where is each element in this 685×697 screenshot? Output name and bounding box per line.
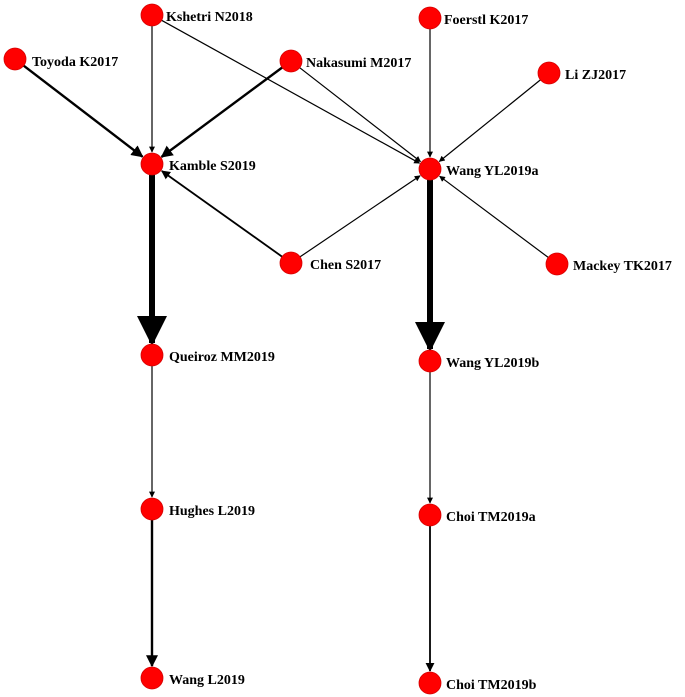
node-label: Nakasumi M2017 [306, 56, 411, 71]
edge-mackey-to-wangyla [439, 175, 549, 258]
node-circle[interactable] [418, 503, 442, 527]
node-circle[interactable] [418, 157, 442, 181]
node-label: Wang L2019 [169, 673, 245, 688]
node-label: Wang YL2019a [446, 164, 538, 179]
node-circle[interactable] [537, 61, 561, 85]
node-label: Foerstl K2017 [444, 13, 528, 28]
node-wangylb[interactable]: Wang YL2019b [418, 349, 539, 373]
node-label: Kamble S2019 [169, 159, 256, 174]
node-circle[interactable] [140, 666, 164, 690]
node-circle[interactable] [418, 671, 442, 695]
node-label: Toyoda K2017 [32, 55, 118, 70]
node-circle[interactable] [418, 349, 442, 373]
node-choib[interactable]: Choi TM2019b [418, 671, 537, 695]
node-label: Mackey TK2017 [573, 259, 672, 274]
node-circle[interactable] [140, 497, 164, 521]
edge-lizj-to-wangyla [438, 79, 541, 162]
node-circle[interactable] [140, 343, 164, 367]
edge-toyoda-to-kamble [22, 64, 144, 158]
node-label: Choi TM2019b [446, 678, 537, 693]
node-label: Kshetri N2018 [166, 10, 253, 25]
node-choia[interactable]: Choi TM2019a [418, 503, 536, 527]
edge-nakasumi-to-kamble [160, 66, 283, 158]
node-label: Hughes L2019 [169, 504, 255, 519]
node-nakasumi[interactable]: Nakasumi M2017 [279, 49, 411, 73]
node-queiroz[interactable]: Queiroz MM2019 [140, 343, 275, 367]
node-kamble[interactable]: Kamble S2019 [140, 152, 256, 176]
node-circle[interactable] [545, 252, 569, 276]
node-kshetri[interactable]: Kshetri N2018 [140, 3, 253, 27]
edge-chen-to-wangyla [299, 175, 421, 258]
node-circle[interactable] [140, 152, 164, 176]
node-label: Choi TM2019a [446, 510, 536, 525]
node-circle[interactable] [3, 47, 27, 71]
edge-nakasumi-to-wangyla [299, 67, 421, 163]
node-lizj[interactable]: Li ZJ2017 [537, 61, 626, 85]
node-wangyla[interactable]: Wang YL2019a [418, 157, 538, 181]
node-wangl[interactable]: Wang L2019 [140, 666, 245, 690]
node-toyoda[interactable]: Toyoda K2017 [3, 47, 118, 71]
edge-chen-to-kamble [161, 170, 283, 258]
node-circle[interactable] [279, 251, 303, 275]
edges-layer [22, 19, 549, 672]
node-chen[interactable]: Chen S2017 [279, 251, 381, 275]
node-label: Li ZJ2017 [565, 68, 626, 83]
node-hughes[interactable]: Hughes L2019 [140, 497, 255, 521]
node-mackey[interactable]: Mackey TK2017 [545, 252, 672, 276]
edge-kshetri-to-wangyla [161, 19, 421, 164]
node-circle[interactable] [140, 3, 164, 27]
node-circle[interactable] [418, 6, 442, 30]
node-label: Wang YL2019b [446, 356, 539, 371]
node-circle[interactable] [279, 49, 303, 73]
node-label: Queiroz MM2019 [169, 350, 275, 365]
node-foerstl[interactable]: Foerstl K2017 [418, 6, 528, 30]
node-label: Chen S2017 [310, 258, 381, 273]
